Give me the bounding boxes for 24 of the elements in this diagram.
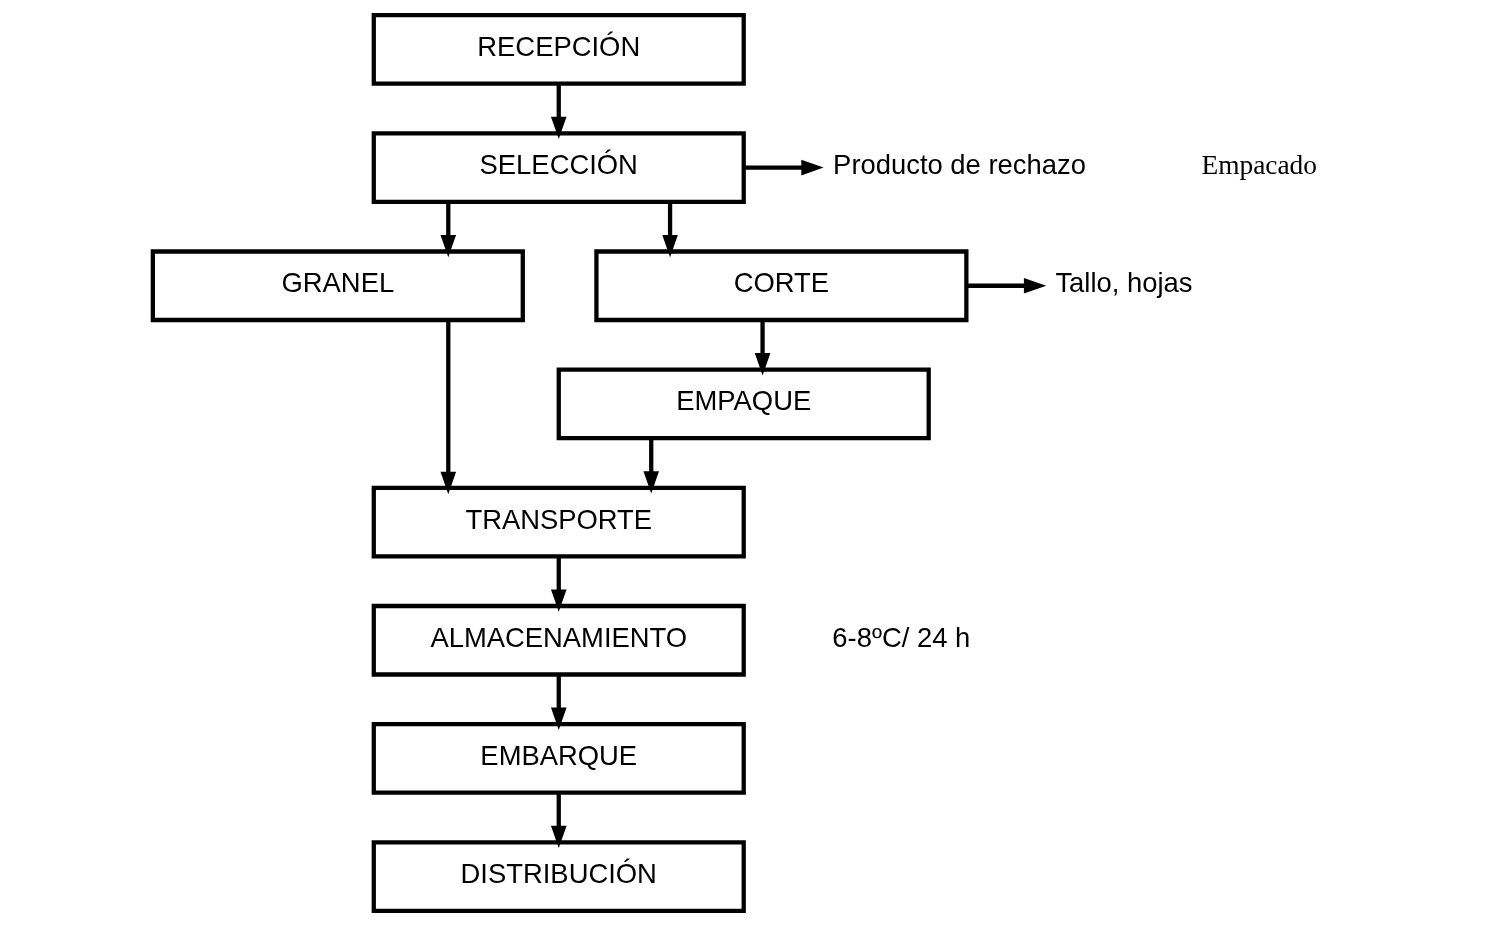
arrow xyxy=(966,277,1046,294)
arrow xyxy=(743,159,824,176)
node-box: EMBARQUE xyxy=(371,722,746,795)
arrow xyxy=(550,675,567,730)
node-text: Producto de rechazo xyxy=(832,149,1086,181)
arrow xyxy=(661,202,678,258)
label: Empacado xyxy=(1200,150,1317,181)
arrow xyxy=(439,202,456,258)
arrow xyxy=(642,438,659,494)
node-box: RECEPCIÓN xyxy=(371,13,746,86)
node-box: SELECCIÓN xyxy=(371,131,746,204)
node-box: GRANEL xyxy=(150,249,525,323)
node-box: DISTRIBUCIÓN xyxy=(371,840,746,913)
node-text: Tallo, hojas xyxy=(1054,267,1192,299)
node-box: EMPAQUE xyxy=(556,367,931,441)
arrow xyxy=(439,320,456,495)
arrow xyxy=(754,320,770,376)
node-box: CORTE xyxy=(593,249,968,323)
node-label: 6-8ºC/ 24 h xyxy=(831,621,970,653)
arrow xyxy=(550,793,567,849)
node-box: ALMACENAMIENTO xyxy=(371,603,746,677)
node-box: TRANSPORTE xyxy=(371,485,746,559)
arrow xyxy=(550,556,567,612)
arrow xyxy=(550,84,567,140)
